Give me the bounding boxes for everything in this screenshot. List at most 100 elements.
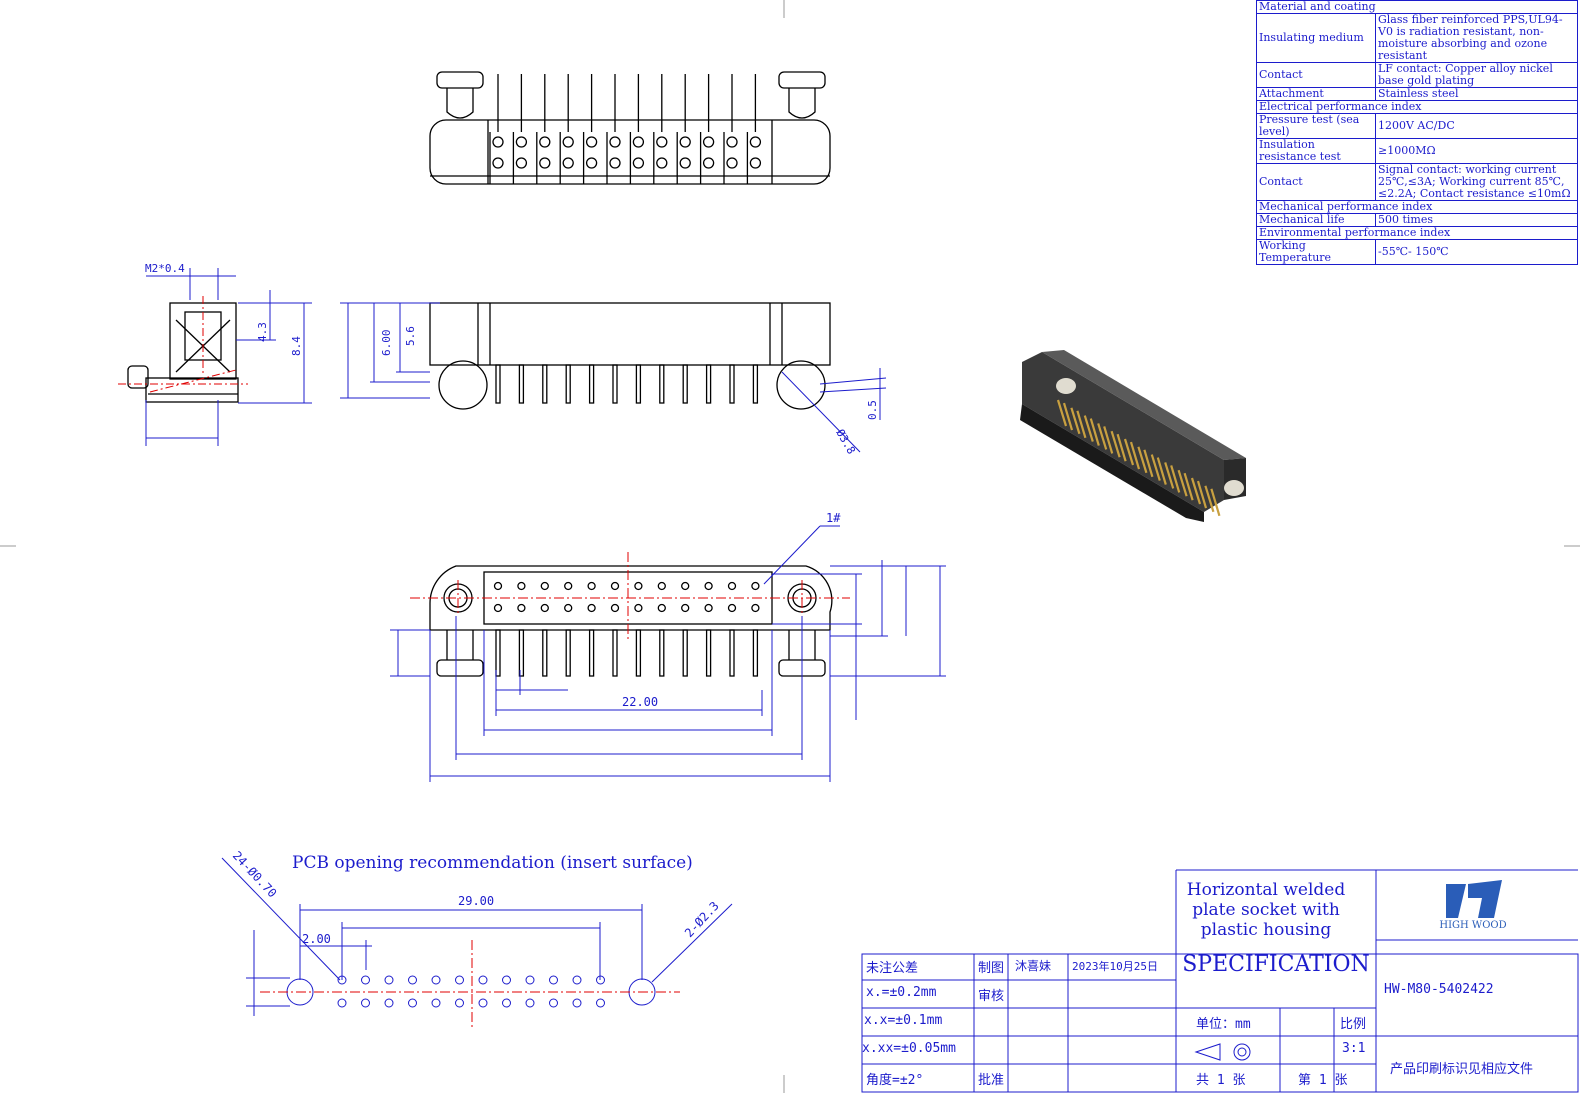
- render-pin: [1089, 418, 1100, 446]
- check-label: 审核: [978, 989, 1005, 1004]
- pin-lead: [659, 629, 665, 677]
- render-pin: [1170, 465, 1181, 493]
- pin-hole: [562, 136, 574, 148]
- m2-label: M2*0.4: [145, 262, 185, 275]
- pin-lead: [682, 629, 688, 677]
- spec-heading: SPECIFICATION: [1182, 952, 1370, 977]
- render-pin: [1129, 441, 1141, 470]
- screw-dia-label: Ø3.8: [833, 427, 858, 456]
- spec-value: 500 times: [1375, 213, 1578, 227]
- pin-hole: [656, 157, 668, 169]
- pin-lead: [705, 364, 712, 404]
- spec-value: Glass fiber reinforced PPS,UL94-V0 is ra…: [1375, 13, 1578, 63]
- pin-lead: [588, 629, 595, 677]
- pin-lead: [565, 629, 571, 677]
- spec-label: Working Temperature: [1256, 239, 1376, 265]
- spec-row: Insulation resistance test≥1000MΩ: [1256, 138, 1578, 164]
- contact-hole: [517, 603, 526, 613]
- pin-lead: [729, 629, 735, 677]
- spec-value: Signal contact: working current 25℃,≤3A;…: [1375, 163, 1578, 201]
- pcb-hole: [549, 975, 558, 985]
- render-pin: [1204, 485, 1215, 513]
- contact-hole: [517, 581, 526, 591]
- render-pin: [1123, 438, 1135, 466]
- spec-label: Pressure test (sea level): [1256, 113, 1376, 139]
- pin-hole: [702, 136, 715, 148]
- spec-row: Pressure test (sea level)1200V AC/DC: [1256, 113, 1578, 139]
- pin-hole: [726, 136, 738, 148]
- contact-hole: [657, 581, 666, 591]
- spec-section-label: Mechanical performance index: [1256, 200, 1578, 214]
- tolerance-label: 未注公差: [866, 961, 919, 976]
- pcb-hole: [361, 998, 370, 1008]
- render-pin: [1164, 462, 1175, 489]
- pcb-hole: [455, 975, 464, 985]
- logo-text: HIGH WOOD: [1439, 920, 1507, 931]
- pcb-hole: [431, 998, 441, 1008]
- pin-lead: [682, 364, 688, 404]
- connector-3d-render: [1020, 350, 1246, 522]
- render-pin: [1076, 410, 1087, 439]
- pin-lead: [542, 364, 548, 404]
- spec-label: Contact: [1256, 163, 1376, 201]
- render-pin: [1083, 415, 1094, 442]
- render-pin: [1210, 488, 1221, 517]
- pin-hole: [585, 136, 598, 148]
- pcb-hole: [478, 975, 488, 985]
- render-pin: [1070, 407, 1081, 435]
- contact-hole: [751, 603, 760, 613]
- pcb-hole: [455, 998, 464, 1008]
- pin-hole: [632, 136, 645, 148]
- contact-hole: [634, 581, 643, 591]
- drawn-label: 制图: [978, 961, 1005, 976]
- pin-lead: [612, 364, 618, 404]
- pin-hole: [679, 157, 691, 169]
- pcb-hole: [384, 998, 394, 1008]
- spec-section-row: Electrical performance index: [1256, 100, 1578, 114]
- spec-label: Mechanical life: [1256, 213, 1376, 227]
- pcb-hole: [408, 998, 417, 1008]
- contact-hole: [681, 603, 690, 613]
- spec-value: 1200V AC/DC: [1375, 113, 1578, 139]
- pcb-hole: [408, 975, 417, 985]
- pin-hole: [749, 136, 762, 148]
- contact-hole: [540, 603, 549, 613]
- pin-lead: [495, 364, 501, 404]
- scale-value: 3:1: [1342, 1041, 1366, 1056]
- side-view: [127, 302, 239, 403]
- render-pin: [1056, 399, 1068, 427]
- pin-hole: [609, 136, 621, 148]
- pin-lead: [635, 364, 642, 404]
- tolerance-4: 角度=±2°: [866, 1073, 924, 1088]
- pcb-layout: [221, 857, 733, 1016]
- drawn-by: 沐喜妹: [1015, 959, 1052, 973]
- contact-hole: [610, 581, 620, 591]
- pin-hole: [726, 157, 738, 169]
- pin-lead: [588, 364, 595, 404]
- contact-hole: [493, 581, 503, 591]
- contact-hole: [587, 603, 596, 613]
- render-pin: [1103, 426, 1114, 454]
- spec-value: -55℃- 150℃: [1375, 239, 1578, 265]
- contact-hole: [751, 581, 760, 591]
- spec-label: Insulation resistance test: [1256, 138, 1376, 164]
- pin-hole: [492, 157, 504, 169]
- pin-lead: [612, 629, 618, 677]
- pin-hole: [656, 136, 668, 148]
- spec-section-row: Environmental performance index: [1256, 226, 1578, 240]
- render-pin: [1110, 430, 1121, 458]
- pcb-hole: [525, 975, 535, 985]
- contact-hole: [634, 603, 643, 613]
- product-title: Horizontal welded plate socket with plas…: [1186, 880, 1346, 940]
- front-h1-label: 6.00: [380, 330, 393, 357]
- pitch-span-label: 22.00: [622, 695, 658, 709]
- side-h1-label: 4.3: [256, 322, 269, 342]
- pin1-label: 1#: [826, 511, 841, 525]
- render-pin: [1177, 469, 1188, 497]
- pin-lead: [495, 629, 501, 677]
